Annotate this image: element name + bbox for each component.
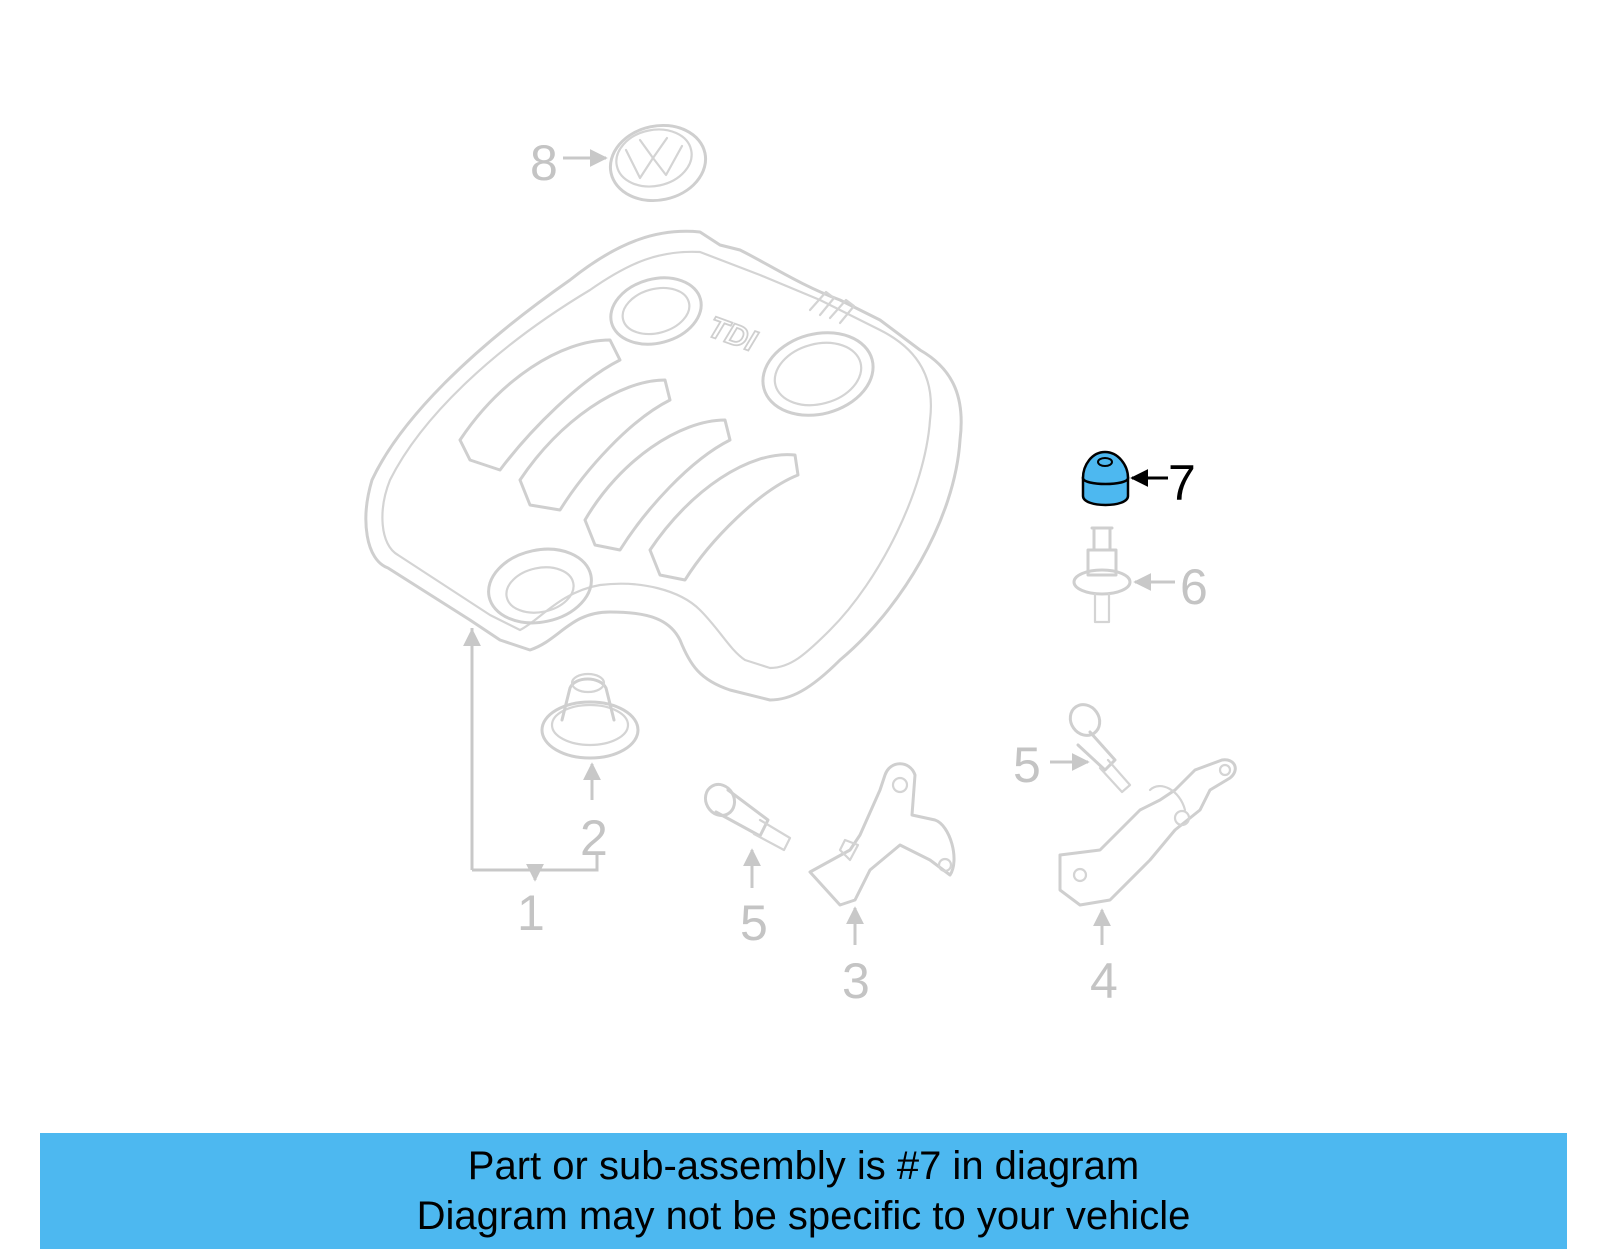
part-2-grommet [540, 672, 640, 760]
callout-8: 8 [530, 135, 558, 191]
callout-5b: 5 [1013, 737, 1041, 793]
banner-line-2: Diagram may not be specific to your vehi… [416, 1194, 1191, 1238]
callout-5a: 5 [740, 895, 768, 951]
callout-1: 1 [517, 885, 545, 941]
part-4-bracket [1058, 758, 1237, 907]
cover-badge-tdi: TDI [704, 311, 761, 359]
part-3-bracket [808, 762, 956, 907]
part-8-emblem [608, 123, 708, 203]
part-1-engine-cover: TDI [364, 229, 963, 702]
callout-6: 6 [1180, 559, 1208, 615]
callout-3: 3 [842, 953, 870, 1009]
leader-1 [470, 628, 599, 880]
callout-2: 2 [580, 810, 608, 866]
callout-7: 7 [1168, 455, 1196, 511]
callout-4: 4 [1090, 953, 1118, 1009]
part-6-stud [1072, 526, 1132, 624]
banner-line-1: Part or sub-assembly is #7 in diagram [467, 1144, 1140, 1188]
part-5-bolt-right [1068, 703, 1132, 794]
part-7-cap-highlighted[interactable] [1081, 450, 1130, 507]
part-5-bolt-left [703, 782, 792, 852]
info-banner: Part or sub-assembly is #7 in diagram Di… [40, 1133, 1567, 1249]
